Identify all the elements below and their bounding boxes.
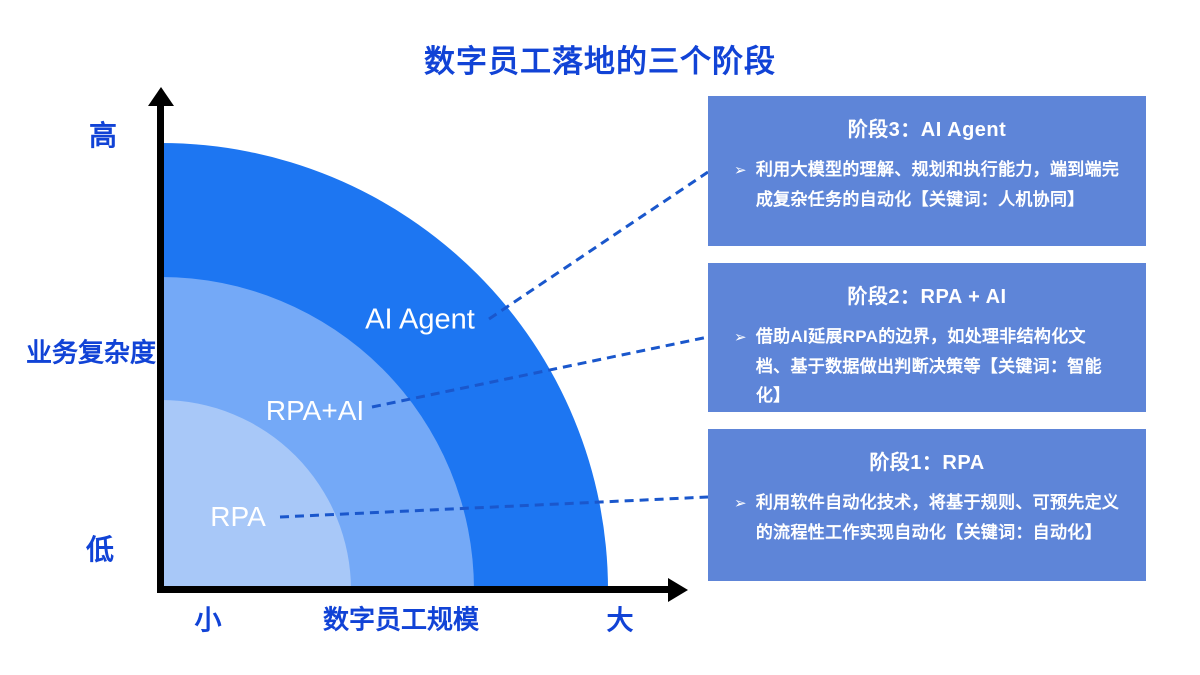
stage3-bullet: ➢ 利用大模型的理解、规划和执行能力，端到端完成复杂任务的自动化【关键词：人机协… bbox=[734, 155, 1120, 214]
y-axis-line bbox=[157, 103, 164, 592]
stage2-bullet: ➢ 借助AI延展RPA的边界，如处理非结构化文档、基于数据做出判断决策等【关键词… bbox=[734, 322, 1120, 411]
connector-dashed-line-stage3 bbox=[488, 170, 709, 321]
stage2-box: 阶段2：RPA + AI ➢ 借助AI延展RPA的边界，如处理非结构化文档、基于… bbox=[708, 263, 1146, 412]
stage2-bullet-text: 借助AI延展RPA的边界，如处理非结构化文档、基于数据做出判断决策等【关键词：智… bbox=[755, 327, 1102, 406]
y-axis-high-label: 高 bbox=[88, 120, 118, 151]
x-axis-line bbox=[157, 586, 670, 593]
x-axis-arrow-icon bbox=[668, 578, 688, 602]
bullet-arrow-icon: ➢ bbox=[734, 495, 747, 512]
stage3-bullet-text: 利用大模型的理解、规划和执行能力，端到端完成复杂任务的自动化【关键词：人机协同】 bbox=[755, 160, 1120, 209]
y-axis-low-label: 低 bbox=[85, 534, 115, 565]
stage1-bullet: ➢ 利用软件自动化技术，将基于规则、可预先定义的流程性工作实现自动化【关键词：自… bbox=[734, 488, 1120, 547]
bullet-arrow-icon: ➢ bbox=[734, 162, 747, 179]
stage1-title: 阶段1：RPA bbox=[869, 452, 985, 474]
stage3-box: 阶段3：AI Agent ➢ 利用大模型的理解、规划和执行能力，端到端完成复杂任… bbox=[708, 96, 1146, 246]
x-axis-small-label: 小 bbox=[194, 605, 222, 636]
ring-label-ai-agent: AI Agent bbox=[365, 303, 475, 336]
x-axis-title: 数字员工规模 bbox=[322, 604, 480, 635]
x-axis-large-label: 大 bbox=[606, 605, 634, 636]
y-axis-arrow-icon bbox=[148, 87, 174, 106]
stage2-title: 阶段2：RPA + AI bbox=[847, 286, 1007, 308]
ring-label-rpa: RPA bbox=[210, 501, 266, 532]
page-title: 数字员工落地的三个阶段 bbox=[424, 44, 776, 79]
y-axis-title: 业务复杂度 bbox=[25, 337, 157, 368]
stage1-box: 阶段1：RPA ➢ 利用软件自动化技术，将基于规则、可预先定义的流程性工作实现自… bbox=[708, 429, 1146, 581]
stage1-bullet-text: 利用软件自动化技术，将基于规则、可预先定义的流程性工作实现自动化【关键词：自动化… bbox=[755, 493, 1120, 542]
bullet-arrow-icon: ➢ bbox=[734, 329, 747, 346]
ring-label-rpa-ai: RPA+AI bbox=[265, 395, 365, 426]
stage3-title: 阶段3：AI Agent bbox=[847, 119, 1007, 141]
